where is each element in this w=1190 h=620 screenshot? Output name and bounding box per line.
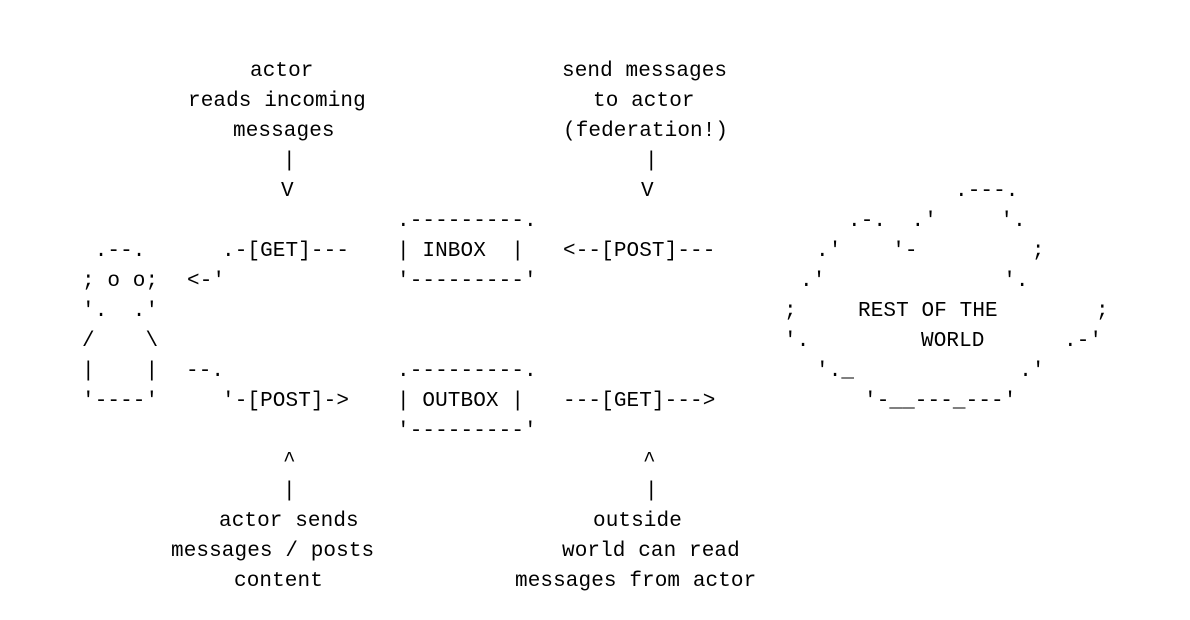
label-federation: (federation!) <box>563 120 729 143</box>
cloud-label-world: WORLD <box>921 330 985 353</box>
label-to-actor: to actor <box>593 90 695 113</box>
post-arrow-inbox: <--[POST]--- <box>563 240 716 263</box>
actor-out-arrow: --. <box>186 360 225 383</box>
post-arrow-outbox: '-[POST]-> <box>222 390 350 413</box>
post-label: POST <box>613 240 665 263</box>
get-label: GET <box>613 390 652 413</box>
arrow-head-up: ^ <box>643 450 656 473</box>
cloud-row-7: '._ .' <box>816 360 1045 383</box>
arrow-head-down: V <box>281 180 294 203</box>
cloud-right-2: .-' <box>1064 330 1103 353</box>
label-content: content <box>234 570 323 593</box>
arrow-pipe: | <box>283 480 296 503</box>
inbox-box-bottom: '---------' <box>397 270 537 293</box>
outbox-box-bottom: '---------' <box>397 420 537 443</box>
cloud-bottom: '-__---_---' <box>864 390 1017 413</box>
label-actor: actor <box>250 60 314 83</box>
cloud-left-2: '. <box>784 330 810 353</box>
label-messages-1: messages <box>233 120 335 143</box>
arrow-pipe: | <box>645 480 658 503</box>
outbox-label: OUTBOX <box>422 390 499 413</box>
get-arrow-outbox: ---[GET]---> <box>563 390 716 413</box>
label-outside: outside <box>593 510 682 533</box>
label-actor-sends: actor sends <box>219 510 359 533</box>
cloud-left-1: ; <box>784 300 797 323</box>
cloud-row-4: .' '. <box>800 270 1029 293</box>
get-arrow-inbox: .-[GET]--- <box>222 240 350 263</box>
label-messages-posts: messages / posts <box>171 540 375 563</box>
inbox-label: INBOX <box>422 240 486 263</box>
label-world-can-read: world can read <box>562 540 740 563</box>
cloud-label-rest: REST OF THE <box>858 300 998 323</box>
cloud-top-2: .-. .' '. <box>848 210 1026 233</box>
cloud-right-1: ; <box>1096 300 1109 323</box>
inbox-box: | INBOX | <box>397 240 525 263</box>
post-label: POST <box>260 390 311 413</box>
cloud-top-1: .---. <box>955 180 1019 203</box>
actor-figure: .--. ; o o; '. .' / \ | | '----' <box>82 240 159 413</box>
outbox-box-top: .---------. <box>397 360 537 383</box>
get-label: GET <box>260 240 299 263</box>
inbox-box-top: .---------. <box>397 210 537 233</box>
arrow-head-down: V <box>641 180 654 203</box>
arrow-pipe: | <box>645 150 658 173</box>
arrow-to-actor: <-' <box>187 270 226 293</box>
label-messages-from-actor: messages from actor <box>515 570 757 593</box>
cloud-row-3: .' '- ; <box>816 240 1045 263</box>
arrow-pipe: | <box>283 150 296 173</box>
label-reads-incoming: reads incoming <box>188 90 366 113</box>
label-send-messages: send messages <box>562 60 728 83</box>
outbox-box: | OUTBOX | <box>397 390 525 413</box>
arrow-head-up: ^ <box>283 450 296 473</box>
